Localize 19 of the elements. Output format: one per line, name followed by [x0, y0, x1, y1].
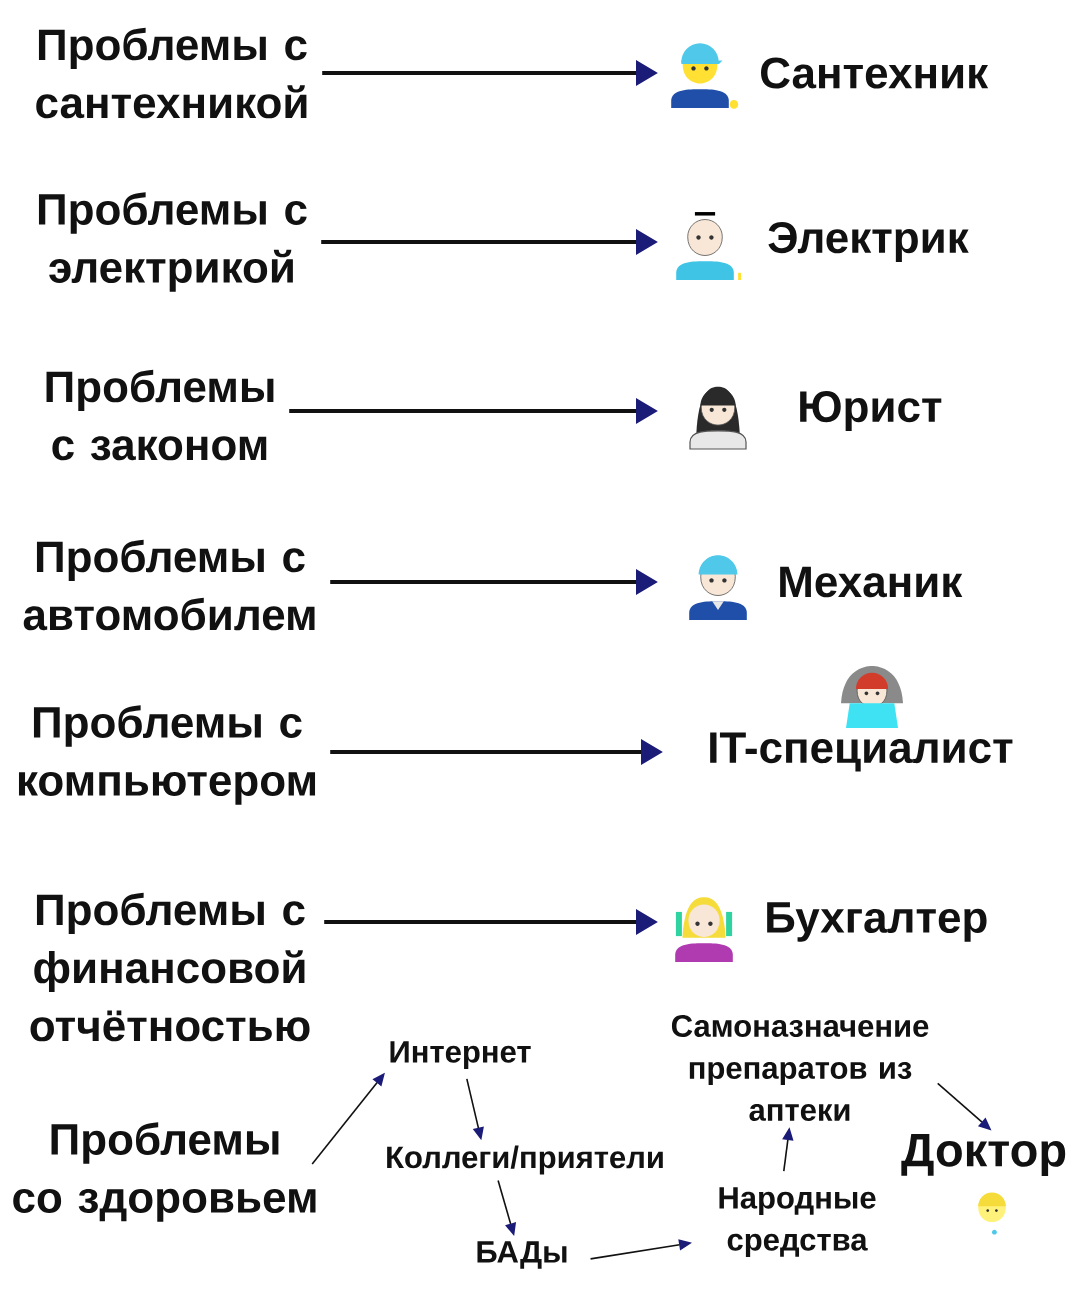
step-label: Самоназначение препаратов из аптеки — [671, 1015, 929, 1121]
problem-label: Проблемы с автомобилем — [23, 539, 315, 631]
problem-label: Проблемы с компьютером — [19, 705, 316, 805]
step-label: БАДы — [477, 1241, 567, 1269]
step-label: Интернет — [390, 1041, 531, 1069]
problem-label: Проблемы с законом — [46, 369, 274, 461]
profession-label: Бухгалтер — [767, 902, 987, 942]
step-label: Народные средства — [719, 1187, 876, 1257]
profession-label: Механик — [780, 566, 963, 598]
problem-label: Проблемы с финансовой отчётностью — [30, 892, 310, 1042]
problem-label: Проблемы с сантехникой — [36, 27, 307, 119]
profession-label: Юрист — [800, 391, 942, 431]
problem-label: Проблемы со здоровьем — [13, 1122, 316, 1222]
profession-label: Доктор — [901, 1133, 1066, 1177]
problem-label: Проблемы с электрикой — [38, 192, 307, 292]
profession-label: Сантехник — [761, 57, 989, 89]
step-label: Коллеги/приятели — [387, 1145, 663, 1175]
profession-label: Электрик — [768, 222, 969, 262]
profession-label: IT-специалист — [710, 732, 1013, 772]
